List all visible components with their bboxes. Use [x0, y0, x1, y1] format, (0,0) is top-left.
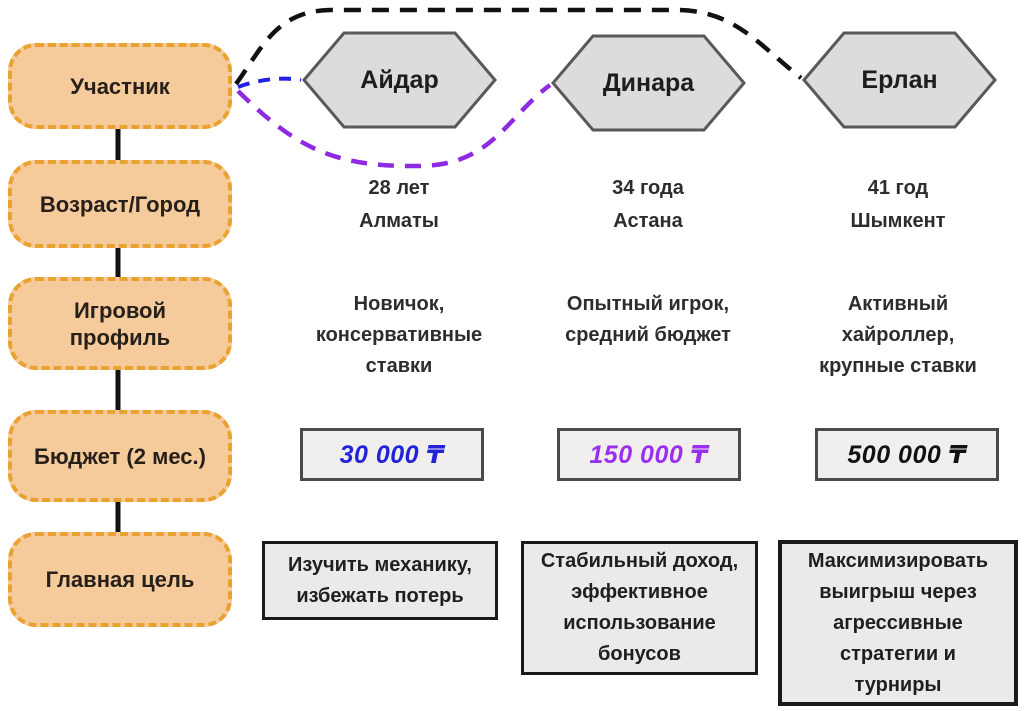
attribute-label: Участник — [70, 73, 170, 99]
attribute-box-goal: Главная цель — [8, 532, 232, 627]
participant-name: Ерлан — [861, 65, 938, 94]
hexagon-shape — [802, 31, 997, 129]
attribute-box-participant: Участник — [8, 43, 232, 129]
goal-box: Изучить механику, избежать потерь — [262, 541, 498, 620]
budget-value: 30 000 ₸ — [339, 440, 445, 469]
attribute-label: Возраст/Город — [39, 191, 201, 217]
budget-box: 500 000 ₸ — [815, 428, 999, 481]
participant-hexagon-erlan: Ерлан — [802, 30, 997, 130]
goal-text: Изучить механику, избежать потерь — [288, 553, 472, 607]
participant-name: Айдар — [360, 65, 439, 94]
city-text: Шымкент — [850, 210, 946, 232]
budget-box: 30 000 ₸ — [300, 428, 484, 481]
goal-box: Максимизировать выигрыш через агрессивны… — [778, 540, 1018, 706]
attribute-box-budget: Бюджет (2 мес.) — [8, 410, 232, 502]
attribute-label: Главная цель — [45, 567, 195, 592]
profile-text: Опытный игрок, средний бюджет — [565, 293, 731, 346]
hexagon-shape — [302, 31, 497, 129]
hexagon-shape — [551, 34, 746, 132]
attribute-box-profile: Игровой профиль — [8, 277, 232, 370]
attribute-label: Игровой профиль — [69, 297, 171, 350]
participant-hexagon-aidar: Айдар — [302, 30, 497, 130]
goal-box: Стабильный доход, эффективное использова… — [521, 541, 758, 675]
age-city-block: 34 года Астана — [538, 172, 758, 238]
city-text: Астана — [613, 210, 683, 232]
curve-blue-to-aidar — [237, 76, 302, 89]
budget-value: 150 000 ₸ — [589, 440, 709, 469]
profile-text: Новичок, консервативные ставки — [315, 293, 483, 377]
participant-name: Динара — [602, 68, 695, 97]
age-text: 34 года — [612, 177, 684, 199]
city-text: Алматы — [359, 210, 439, 232]
profile-text: Активный хайроллер, крупные ставки — [819, 293, 977, 377]
age-text: 41 год — [867, 177, 929, 199]
budget-box: 150 000 ₸ — [557, 428, 741, 481]
age-text: 28 лет — [368, 177, 430, 199]
age-city-block: 28 лет Алматы — [289, 172, 509, 238]
attribute-box-age-city: Возраст/Город — [8, 160, 232, 248]
goal-text: Максимизировать выигрыш через агрессивны… — [807, 549, 989, 696]
budget-value: 500 000 ₸ — [847, 440, 967, 469]
age-city-block: 41 год Шымкент — [788, 172, 1008, 238]
attribute-label: Бюджет (2 мес.) — [34, 443, 206, 469]
goal-text: Стабильный доход, эффективное использова… — [540, 550, 739, 665]
participant-hexagon-dinara: Динара — [551, 33, 746, 133]
